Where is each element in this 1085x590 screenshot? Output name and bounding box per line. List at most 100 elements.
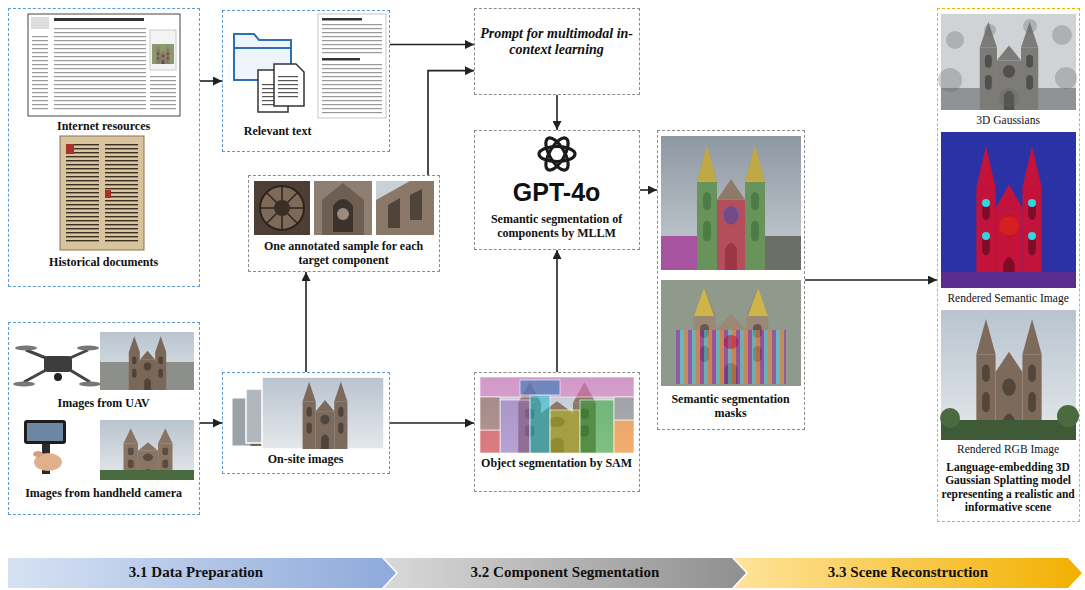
prompt-box: Prompt for multimodal in-context learnin… xyxy=(474,8,640,95)
sample-photo xyxy=(254,181,434,235)
text-slot: Rendered Semantic Image xyxy=(940,292,1077,305)
semantic-render xyxy=(982,232,990,240)
text-excerpt xyxy=(322,58,360,61)
text-slot: 3D Gaussians xyxy=(940,114,1077,127)
node-text: Semantic segmentation of components by M… xyxy=(477,212,637,240)
stage-label: 3.3 Scene Reconstruction xyxy=(748,564,1068,582)
sam-image xyxy=(480,377,634,397)
folder-icon xyxy=(234,47,291,49)
text-excerpt xyxy=(318,14,386,118)
rgb-render xyxy=(1057,405,1079,427)
gaussian-render xyxy=(1023,19,1037,33)
mask-image xyxy=(694,288,768,349)
node-label: 3D Gaussians xyxy=(940,114,1077,127)
flow-arrow xyxy=(428,71,474,175)
text-excerpt xyxy=(322,64,382,114)
flow-arrow xyxy=(390,44,474,46)
semantic-render xyxy=(999,216,1019,236)
mask-image xyxy=(745,145,765,182)
sample-photo xyxy=(388,189,422,228)
handheld-camera xyxy=(24,420,66,444)
webpage-screenshot xyxy=(156,46,170,64)
historical-document xyxy=(60,136,144,250)
text-slot: Language-embedding 3D Gaussian Splatting… xyxy=(940,461,1077,515)
node-text: Images from handheld camera xyxy=(10,486,198,500)
mask-image xyxy=(694,288,714,316)
mask-image xyxy=(697,145,717,182)
sam-box: Object segmentation by SAM xyxy=(474,372,640,492)
stage-band: 3.2 Component Segmentation xyxy=(384,558,746,588)
gpt-logo xyxy=(542,135,573,174)
gaussian-render xyxy=(938,19,1077,108)
node-label: Internet resources xyxy=(10,119,198,133)
text-slot: 3.2 Component Segmentation xyxy=(398,564,732,582)
stage-band: 3.1 Data Preparation xyxy=(8,558,396,588)
webpage-screenshot xyxy=(28,14,180,116)
band-shape xyxy=(8,558,396,588)
drone xyxy=(13,382,35,387)
gaussian-render xyxy=(980,22,1038,110)
sam-image xyxy=(580,400,614,453)
webpage-screenshot xyxy=(150,30,176,70)
document-icons xyxy=(274,64,304,106)
text-slot: Images from UAV xyxy=(10,396,198,410)
model-panel: 3D GaussiansRendered Semantic ImageRende… xyxy=(937,8,1080,522)
rgb-render xyxy=(941,310,1076,440)
drone xyxy=(54,373,62,381)
text-slot: Historical documents xyxy=(10,255,198,269)
document-icons xyxy=(278,76,298,100)
sam-image xyxy=(520,380,560,395)
mask-image xyxy=(697,182,717,270)
sample-photo xyxy=(376,181,434,235)
gaussian-render xyxy=(1055,67,1077,89)
node-label: Object segmentation by SAM xyxy=(477,456,637,470)
sample-photo xyxy=(376,181,434,235)
text-slot: Rendered RGB Image xyxy=(940,443,1077,456)
handheld-photo xyxy=(100,470,194,480)
drone xyxy=(13,346,101,387)
uav-photo xyxy=(100,332,194,390)
handheld-photo xyxy=(100,420,194,480)
document-icons xyxy=(258,64,304,112)
text-slot: GPT-4o xyxy=(477,178,637,207)
gaussian-render xyxy=(999,88,1019,108)
gpt-logo xyxy=(539,147,575,162)
sam-image xyxy=(480,377,634,453)
text-slot: One annotated sample for each target com… xyxy=(251,239,437,267)
semantic-render xyxy=(982,199,990,207)
node-label: One annotated sample for each target com… xyxy=(251,239,437,267)
sam-image xyxy=(480,430,500,453)
mask-image xyxy=(661,280,801,386)
stage-label: 3.1 Data Preparation xyxy=(8,564,384,582)
text-excerpt xyxy=(318,14,386,118)
drone xyxy=(24,350,90,382)
node-text: Language-embedding 3D Gaussian Splatting… xyxy=(940,461,1077,515)
band-shape xyxy=(734,558,1082,588)
gaussian-render xyxy=(984,24,996,36)
semantic-render xyxy=(941,132,1076,288)
mask-image xyxy=(661,136,801,270)
sample-photo xyxy=(333,199,353,232)
text-slot: 3.3 Scene Reconstruction xyxy=(748,564,1068,582)
flow-arrow xyxy=(640,189,657,191)
text-excerpt xyxy=(322,18,362,21)
node-label: Images from UAV xyxy=(10,396,198,410)
rgb-render xyxy=(940,408,960,428)
node-label: On-site images xyxy=(226,452,386,466)
mask-image xyxy=(748,288,768,316)
sample-photo xyxy=(322,183,364,235)
node-label: Semantic segmentation masks xyxy=(660,392,802,420)
flow-arrow xyxy=(200,422,222,424)
historical-document xyxy=(66,144,74,154)
sam-image xyxy=(480,377,634,453)
sam-image xyxy=(480,377,634,453)
webpage-screenshot xyxy=(150,74,176,110)
drone xyxy=(77,346,99,351)
drone xyxy=(15,346,37,351)
flow-arrow xyxy=(556,250,558,372)
sample-photo xyxy=(254,181,310,235)
handheld-camera xyxy=(33,451,43,457)
onsite-photos xyxy=(303,382,348,449)
gaussian-render xyxy=(941,14,1076,110)
